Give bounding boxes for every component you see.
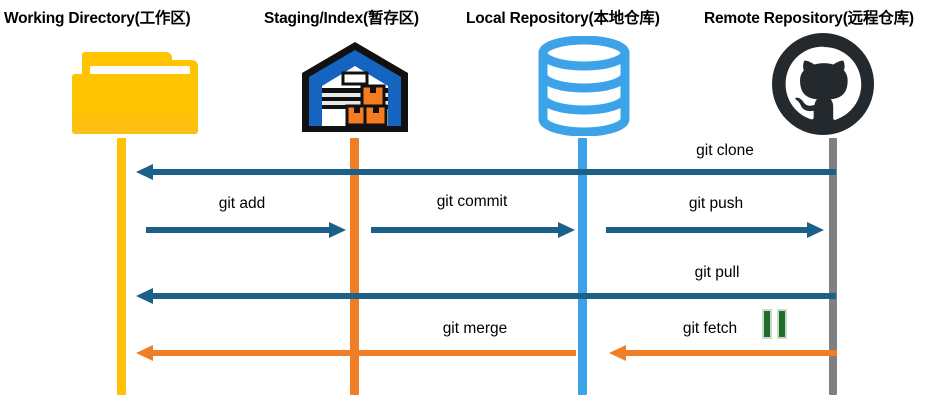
lane-line-staging-index bbox=[350, 138, 359, 395]
flow-label-git-add: git add bbox=[218, 195, 266, 212]
arrowhead-left-icon bbox=[136, 164, 153, 180]
lane-line-remote-repository bbox=[829, 138, 837, 395]
github-icon bbox=[772, 33, 874, 135]
lane-line-working-directory bbox=[117, 138, 126, 395]
flow-label-git-merge: git merge bbox=[442, 320, 508, 337]
flow-label-git-fetch: git fetch bbox=[682, 320, 738, 337]
flow-label-git-pull: git pull bbox=[694, 264, 740, 281]
lane-title-working-directory: Working Directory(工作区) bbox=[4, 10, 191, 27]
green-bar-left bbox=[762, 309, 772, 339]
flow-label-git-clone: git clone bbox=[696, 142, 754, 159]
lane-title-staging-index: Staging/Index(暂存区) bbox=[264, 10, 419, 27]
flow-label-git-commit: git commit bbox=[436, 193, 508, 210]
arrow-git-clone bbox=[136, 164, 836, 180]
database-icon bbox=[537, 36, 631, 136]
folder-icon bbox=[72, 52, 200, 134]
arrow-git-pull bbox=[136, 288, 836, 304]
lane-line-local-repository bbox=[578, 138, 587, 395]
arrowhead-left-icon bbox=[136, 288, 153, 304]
green-pause-marker bbox=[762, 309, 790, 339]
arrow-git-fetch bbox=[609, 345, 837, 361]
green-bar-right bbox=[777, 309, 787, 339]
arrowhead-left-icon bbox=[136, 345, 153, 361]
warehouse-icon bbox=[300, 40, 410, 135]
arrowhead-right-icon bbox=[329, 222, 346, 238]
arrow-git-merge bbox=[136, 345, 576, 361]
flow-label-git-push: git push bbox=[688, 195, 744, 212]
lane-title-remote-repository: Remote Repository(远程仓库) bbox=[704, 10, 914, 27]
arrow-git-commit bbox=[371, 222, 575, 238]
arrow-git-add bbox=[146, 222, 346, 238]
arrowhead-left-icon bbox=[609, 345, 626, 361]
lane-title-local-repository: Local Repository(本地仓库) bbox=[466, 10, 660, 27]
arrowhead-right-icon bbox=[807, 222, 824, 238]
arrowhead-right-icon bbox=[558, 222, 575, 238]
arrow-git-push bbox=[606, 222, 824, 238]
